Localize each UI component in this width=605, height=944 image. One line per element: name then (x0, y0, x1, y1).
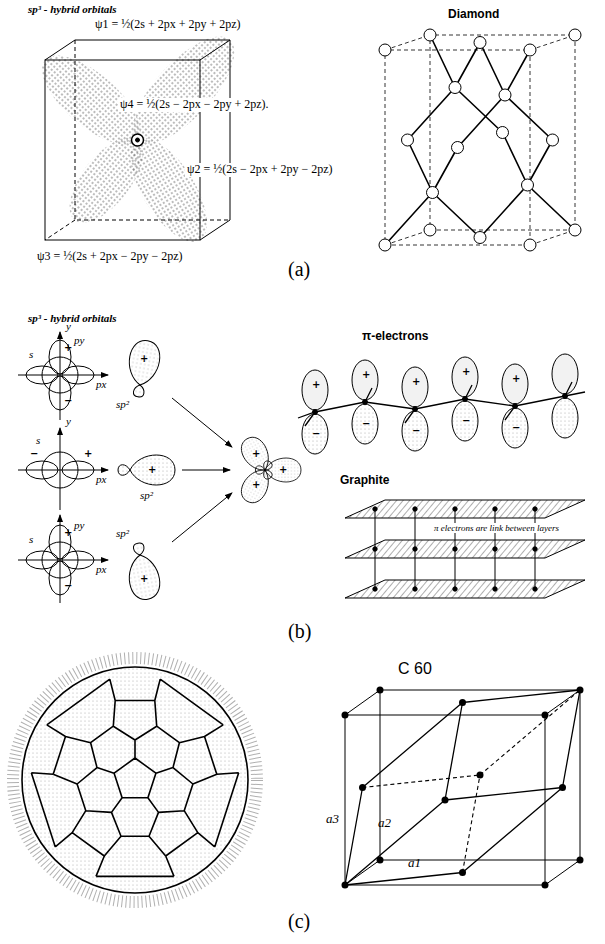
panel-heading: sp³ - hybrid orbitals (28, 3, 117, 16)
sign-label: + (148, 465, 156, 475)
equation-label: ψ2 = ½(2s − 2px + 2py − 2pz) (185, 163, 335, 177)
sp2-lobes (118, 338, 301, 602)
pi-orbitals (298, 354, 585, 454)
sign-label: + (140, 354, 148, 364)
sign-label: + (462, 367, 470, 377)
orbital-label: sp² (116, 398, 129, 411)
orbital-label: px (96, 378, 106, 391)
vector-label: a1 (408, 856, 421, 871)
sign-label: − (64, 396, 72, 406)
sign-label: + (252, 449, 260, 459)
orbital-label: py (74, 519, 84, 532)
sign-label: − (30, 449, 38, 459)
equation-label: ψ1 = ½(2s + 2px + 2py + 2pz) (95, 18, 241, 32)
sign-label: − (412, 426, 420, 436)
sign-label: + (312, 380, 320, 390)
combine-arrows (172, 398, 232, 542)
sign-label: + (252, 480, 260, 490)
sign-label: − (312, 429, 320, 439)
structure-title: π-electrons (362, 330, 429, 344)
sign-label: − (462, 416, 470, 426)
orbital-rows (18, 332, 108, 603)
c60-molecule (13, 658, 257, 902)
sign-label: + (64, 528, 72, 538)
sign-label: + (412, 377, 420, 387)
equation-label: ψ4 = ½(2s − 2px − 2py + 2pz). (118, 98, 271, 112)
orbital-label: s (29, 533, 33, 546)
sign-label: − (64, 581, 72, 591)
orbital-label: px (96, 473, 106, 486)
panel-letter: (c) (288, 910, 310, 933)
sign-label: + (140, 574, 148, 584)
sign-label: + (512, 374, 520, 384)
sp3-cube (28, 21, 250, 254)
sign-label: − (362, 419, 370, 429)
orbital-label: py (74, 334, 84, 347)
equation-label: ψ3 = ½(2s + 2px − 2py − 2pz) (35, 250, 185, 264)
axis-label: y (66, 320, 71, 333)
panel-letter: (b) (288, 620, 311, 643)
sign-label: + (279, 465, 287, 475)
sign-label: + (84, 449, 92, 459)
orbital-label: s (29, 348, 33, 361)
diamond-lattice (379, 29, 581, 251)
structure-title: Graphite (340, 474, 389, 488)
structure-title: Diamond (448, 8, 499, 22)
graphite-layers (345, 500, 585, 598)
sign-label: − (512, 423, 520, 433)
structure-title: C 60 (398, 660, 432, 678)
panel-letter: (a) (288, 258, 310, 281)
sign-label: + (64, 343, 72, 353)
note-label: π electrons are link between layers (432, 523, 561, 533)
fcc-cell (342, 687, 584, 889)
orbital-label: sp² (140, 489, 153, 502)
orbital-label: s (36, 434, 40, 447)
sign-label: + (362, 370, 370, 380)
axis-label: y (66, 415, 71, 428)
vector-label: a3 (326, 812, 339, 827)
orbital-label: sp² (116, 527, 129, 540)
vector-label: a2 (378, 816, 391, 831)
orbital-label: px (96, 563, 106, 576)
panel-heading: sp³ - hybrid orbitals (28, 312, 117, 325)
